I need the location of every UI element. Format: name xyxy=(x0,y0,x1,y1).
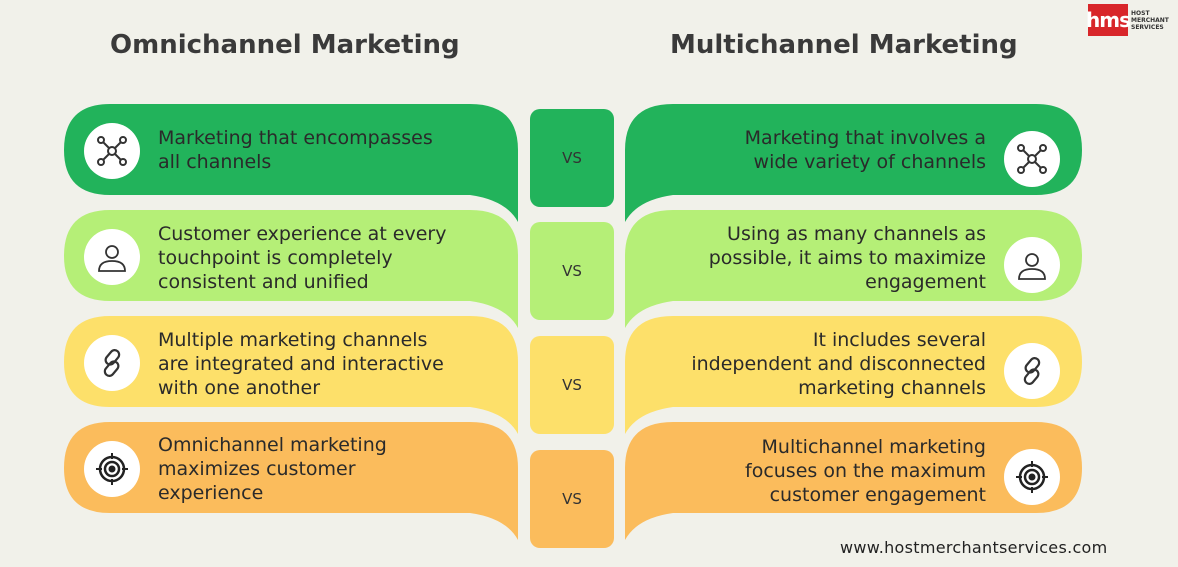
multi-card-2 xyxy=(625,210,1082,328)
vs-box-4 xyxy=(530,450,614,548)
vs-label-1: VS xyxy=(562,149,582,167)
omni-card-4 xyxy=(64,422,518,540)
multi-card-3 xyxy=(625,316,1082,434)
omni-card-3 xyxy=(64,316,518,434)
omni-text-3: Multiple marketing channels are integrat… xyxy=(158,329,444,399)
omnichannel-title: Omnichannel Marketing xyxy=(110,30,460,60)
multi-text-3: It includes several independent and disc… xyxy=(691,329,986,399)
vs-label-2: VS xyxy=(562,262,582,280)
multi-card-1 xyxy=(625,104,1082,222)
multi-card-4 xyxy=(625,422,1082,540)
vs-box-3 xyxy=(530,336,614,434)
omni-text-1: Marketing that encompasses all channels xyxy=(158,127,433,173)
multi-text-1: Marketing that involves a wide variety o… xyxy=(744,127,986,173)
chain-link-icon xyxy=(1004,343,1060,399)
multi-text-2: Using as many channels as possible, it a… xyxy=(708,223,986,293)
vs-label-3: VS xyxy=(562,376,582,394)
user-icon xyxy=(1004,237,1060,293)
target-icon xyxy=(84,441,140,497)
website-url: www.hostmerchantservices.com xyxy=(840,538,1108,557)
multi-text-4: Multichannel marketing focuses on the ma… xyxy=(745,436,986,506)
omni-card-2 xyxy=(64,210,518,328)
target-icon xyxy=(1004,449,1060,505)
vs-box-2 xyxy=(530,222,614,320)
omni-card-1 xyxy=(64,104,518,222)
multichannel-title: Multichannel Marketing xyxy=(670,30,1018,60)
user-icon xyxy=(84,229,140,285)
omni-text-2: Customer experience at every touchpoint … xyxy=(158,223,447,293)
network-icon xyxy=(84,123,140,179)
omni-text-4: Omnichannel marketing maximizes customer… xyxy=(158,434,387,504)
vs-label-4: VS xyxy=(562,490,582,508)
vs-box-1 xyxy=(530,109,614,207)
logo-mark: hms xyxy=(1086,4,1131,36)
network-icon xyxy=(1004,131,1060,187)
chain-link-icon xyxy=(84,335,140,391)
